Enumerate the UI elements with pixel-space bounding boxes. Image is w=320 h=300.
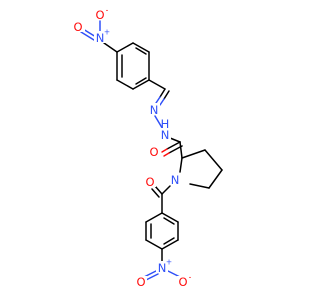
bond-n-o-bot-left-b <box>145 273 159 281</box>
bond-top-ring-6 <box>116 42 134 53</box>
atom-n-hydrazone-2: N <box>161 128 170 142</box>
bond-bot-ring-inner-b <box>163 237 175 245</box>
atom-o-amide: O <box>149 145 158 159</box>
charge-plus-nitro-bottom: + <box>166 258 172 267</box>
bond-bot-ring-3 <box>145 239 163 250</box>
atom-o-nitro-bottom-right: O <box>178 275 187 289</box>
bond-top-ring-2 <box>116 79 134 90</box>
atom-n-hydrazone-1: N <box>150 103 159 117</box>
bond-c-o-amide-a <box>166 141 181 150</box>
bond-pyr-1 <box>181 149 206 159</box>
bond-top-ring-inner-c <box>135 47 147 55</box>
atom-n-pyrrolidine: N <box>171 173 180 187</box>
bond-pyr-2 <box>204 149 223 171</box>
bond-n-o-top-left-b <box>80 31 95 41</box>
bond-ch-n-b <box>155 96 161 104</box>
bond-top-ring-3 <box>132 79 150 90</box>
atom-n-nitro-bottom: N <box>158 261 167 275</box>
bond-ch-n-a <box>159 88 166 98</box>
molecule-structure-svg: O N + O - N N H O N O N + O O - <box>73 6 223 289</box>
bond-n-co <box>161 185 171 195</box>
bond-cring-nitro-top <box>103 42 118 53</box>
bond-co-o-a <box>154 185 163 195</box>
bond-ch-n-double-a <box>163 90 170 100</box>
charge-minus-nitro-bottom: - <box>189 273 192 282</box>
charge-minus-nitro-top: - <box>106 6 109 15</box>
bond-co-o-b <box>151 188 160 198</box>
bond-pyr-4 <box>189 183 210 189</box>
atom-o-nitro-bottom-left: O <box>136 275 145 289</box>
bond-pyr-5 <box>179 157 183 173</box>
bond-n-o-top-left-a <box>82 28 97 38</box>
molecule-structure-canvas: O N + O - N N H O N O N + O O - <box>73 6 223 289</box>
bond-c-o-amide-d <box>163 152 170 157</box>
bond-bot-ring-1 <box>145 212 163 223</box>
charge-plus-nitro-top: + <box>104 28 110 37</box>
bond-bot-ring-inner-c <box>163 217 175 225</box>
bond-bot-ring-4 <box>161 239 179 250</box>
bond-c-o-amide-b <box>161 148 168 153</box>
bond-bot-ring-6 <box>161 212 179 223</box>
bond-pyr-3 <box>208 169 223 189</box>
bond-top-ring-inner-b <box>135 77 147 85</box>
atom-o-benzoyl: O <box>145 175 154 189</box>
bond-top-ring-5 <box>132 42 150 53</box>
bond-c-c2 <box>179 141 183 159</box>
atom-h-hydrazide: H <box>161 117 170 131</box>
bond-c-o-amide-c <box>168 145 183 154</box>
atom-n-nitro-top: N <box>96 31 105 45</box>
atom-o-nitro-top-left: O <box>73 20 82 34</box>
bond-ring-ch <box>148 79 166 90</box>
atom-o-nitro-top-right: O <box>95 8 104 22</box>
bond-ch-n-double-b <box>159 98 165 106</box>
bond-nh-c <box>169 137 181 143</box>
